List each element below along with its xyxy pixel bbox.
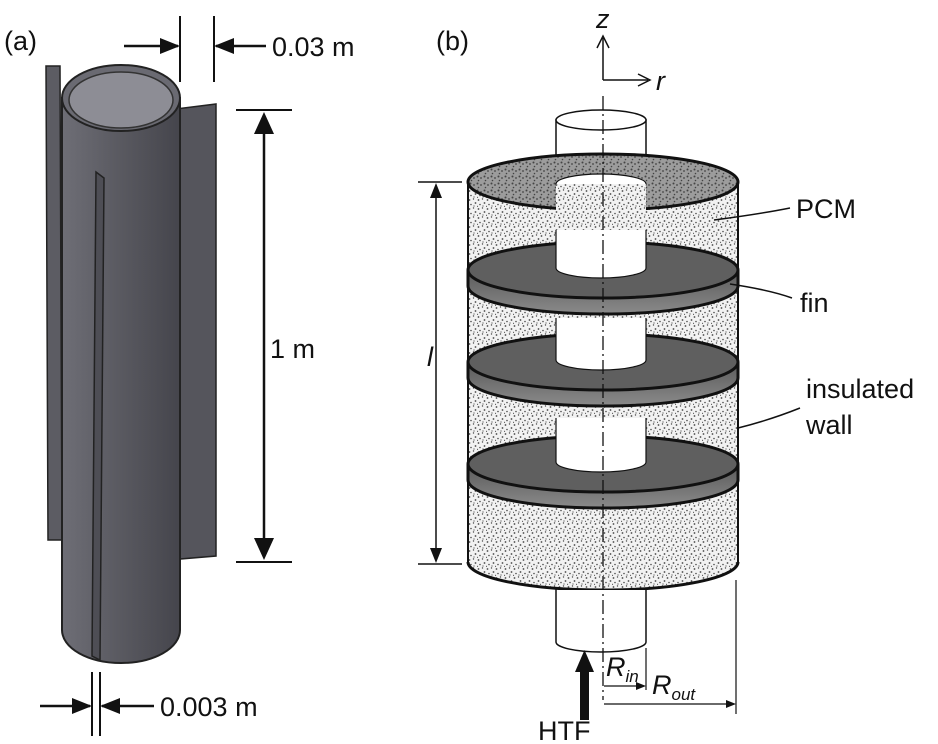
- rout-arrowhead: [726, 700, 736, 708]
- pcm-label: PCM: [796, 194, 856, 224]
- axis-z-arrow: [596, 34, 610, 49]
- pcm-leader: [713, 207, 791, 221]
- dim-bottom-arrowhead-left: [72, 698, 92, 714]
- insulated-label-line1: insulated: [806, 374, 914, 404]
- inner-tube-top-cap: [555, 109, 647, 131]
- dim-height-arrowhead-top: [254, 112, 274, 134]
- dim-top-arrowhead-right: [214, 38, 234, 54]
- inner-tube-bottom: [556, 590, 646, 642]
- rin-label: Rin: [606, 652, 639, 686]
- dim-top-label: 0.03 m: [272, 32, 355, 62]
- fin-2: [466, 318, 740, 408]
- panel-a: (a) 0.03 m 1 m 0.003 m: [4, 16, 355, 736]
- fin-leader: [729, 283, 793, 299]
- dim-height-label: 1 m: [270, 334, 315, 364]
- insulated-label-line2: wall: [805, 410, 853, 440]
- panel-a-label: (a): [4, 26, 37, 56]
- htf-arrow-shaft: [580, 668, 589, 720]
- htf-label: HTF: [538, 716, 590, 744]
- axis-z-label: z: [595, 4, 610, 34]
- inner-tube-bottom-cap: [555, 641, 647, 653]
- front-fin: [91, 170, 105, 662]
- dim-l-label: l: [427, 342, 434, 372]
- dim-bottom-label: 0.003 m: [160, 692, 258, 722]
- panel-b-label: (b): [436, 26, 469, 56]
- htf-arrowhead: [575, 650, 594, 672]
- dim-l-arrowhead-bottom: [430, 548, 442, 563]
- dim-l-arrowhead-top: [430, 183, 442, 198]
- axis-r-label: r: [656, 66, 666, 96]
- panel-b: (b) z r: [418, 4, 914, 744]
- rin-arrowhead: [636, 682, 646, 690]
- tube-top-opening: [68, 71, 174, 129]
- axis-r-arrow: [637, 73, 652, 87]
- tube-body: [61, 97, 181, 664]
- dim-top-arrowhead-left: [160, 38, 180, 54]
- dim-bottom-arrowhead-right: [100, 698, 120, 714]
- fin-label: fin: [800, 288, 829, 318]
- dim-height-arrowhead-bottom: [254, 538, 274, 560]
- insulated-wall-leader: [737, 407, 801, 429]
- left-fin: [45, 65, 63, 541]
- rout-label: Rout: [652, 670, 696, 704]
